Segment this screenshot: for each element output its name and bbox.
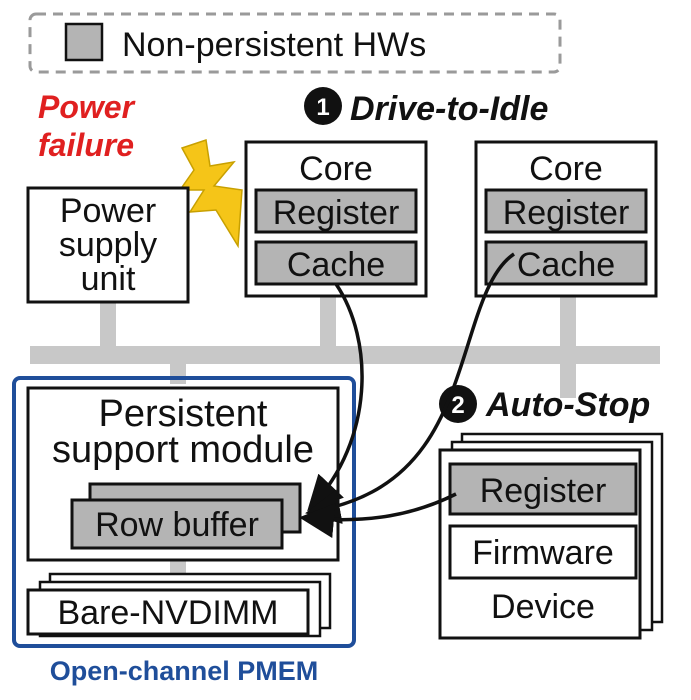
bus-stub-pmem bbox=[170, 362, 186, 384]
core-1-title: Core bbox=[299, 150, 373, 188]
core-1-cache bbox=[254, 240, 418, 286]
flow-arrows bbox=[299, 252, 515, 539]
power-supply-unit: Power supply unit bbox=[26, 186, 190, 304]
bus-stub-core-1 bbox=[320, 296, 336, 348]
power-failure: Power failure bbox=[38, 89, 243, 249]
bare-nvdimm-label: Bare-NVDIMM bbox=[57, 594, 278, 632]
step-1-label: Drive-to-Idle bbox=[350, 90, 548, 128]
step-2-label: Auto-Stop bbox=[485, 386, 650, 424]
device: Register Firmware Device bbox=[438, 432, 664, 640]
bus-stub-device bbox=[560, 362, 576, 398]
device-register-label: Register bbox=[480, 472, 607, 510]
step-1-badge bbox=[304, 87, 342, 125]
device-firmware bbox=[448, 524, 638, 580]
core-2-register bbox=[484, 188, 648, 234]
open-channel-pmem: Persistent support module Row buffer Bar… bbox=[12, 376, 356, 686]
psu-box bbox=[26, 186, 190, 304]
core-2-title: Core bbox=[529, 150, 603, 188]
bus-horizontal bbox=[30, 346, 660, 364]
row-buffer-label: Row buffer bbox=[95, 506, 259, 544]
pmem-frame bbox=[12, 376, 356, 648]
psm-line1: Persistent bbox=[99, 393, 268, 435]
psu-line2: supply bbox=[59, 226, 157, 264]
device-label: Device bbox=[491, 588, 595, 626]
power-failure-line1: Power bbox=[38, 89, 136, 125]
pmem-caption: Open-channel PMEM bbox=[50, 656, 319, 686]
bus-stub-core-2 bbox=[560, 296, 576, 348]
step-2-badge bbox=[439, 385, 477, 423]
legend-frame bbox=[28, 12, 562, 74]
core-1-cache-label: Cache bbox=[287, 246, 385, 284]
core-2: Core Register Cache bbox=[474, 140, 658, 298]
core-2-register-label: Register bbox=[503, 194, 630, 232]
legend-label: Non-persistent HWs bbox=[122, 26, 426, 64]
core-2-cache bbox=[484, 240, 648, 286]
arrow-core1-to-row-buffer bbox=[307, 283, 364, 512]
row-buffer bbox=[70, 498, 284, 550]
psu-line3: unit bbox=[81, 260, 136, 298]
core-2-cache-label: Cache bbox=[517, 246, 615, 284]
step-2: 2 Auto-Stop bbox=[439, 385, 650, 424]
device-register bbox=[448, 462, 638, 516]
core-1-register bbox=[254, 188, 418, 234]
bus-stub-psu bbox=[100, 302, 116, 348]
device-firmware-label: Firmware bbox=[472, 534, 614, 572]
step-1: 1 Drive-to-Idle bbox=[304, 87, 548, 128]
arrow-device-to-row-buffer bbox=[299, 492, 457, 539]
bare-nvdimm bbox=[26, 588, 310, 636]
step-2-number: 2 bbox=[451, 392, 464, 419]
arrow-core2-to-row-buffer bbox=[305, 252, 515, 524]
psm-line2: support module bbox=[52, 429, 314, 471]
legend-swatch bbox=[64, 22, 104, 62]
core-1: Core Register Cache bbox=[244, 140, 428, 298]
psu-line1: Power bbox=[60, 192, 156, 230]
core-1-register-label: Register bbox=[273, 194, 400, 232]
legend: Non-persistent HWs bbox=[28, 12, 562, 74]
step-1-number: 1 bbox=[316, 94, 329, 121]
power-failure-line2: failure bbox=[38, 127, 134, 163]
system-bus bbox=[30, 296, 660, 578]
